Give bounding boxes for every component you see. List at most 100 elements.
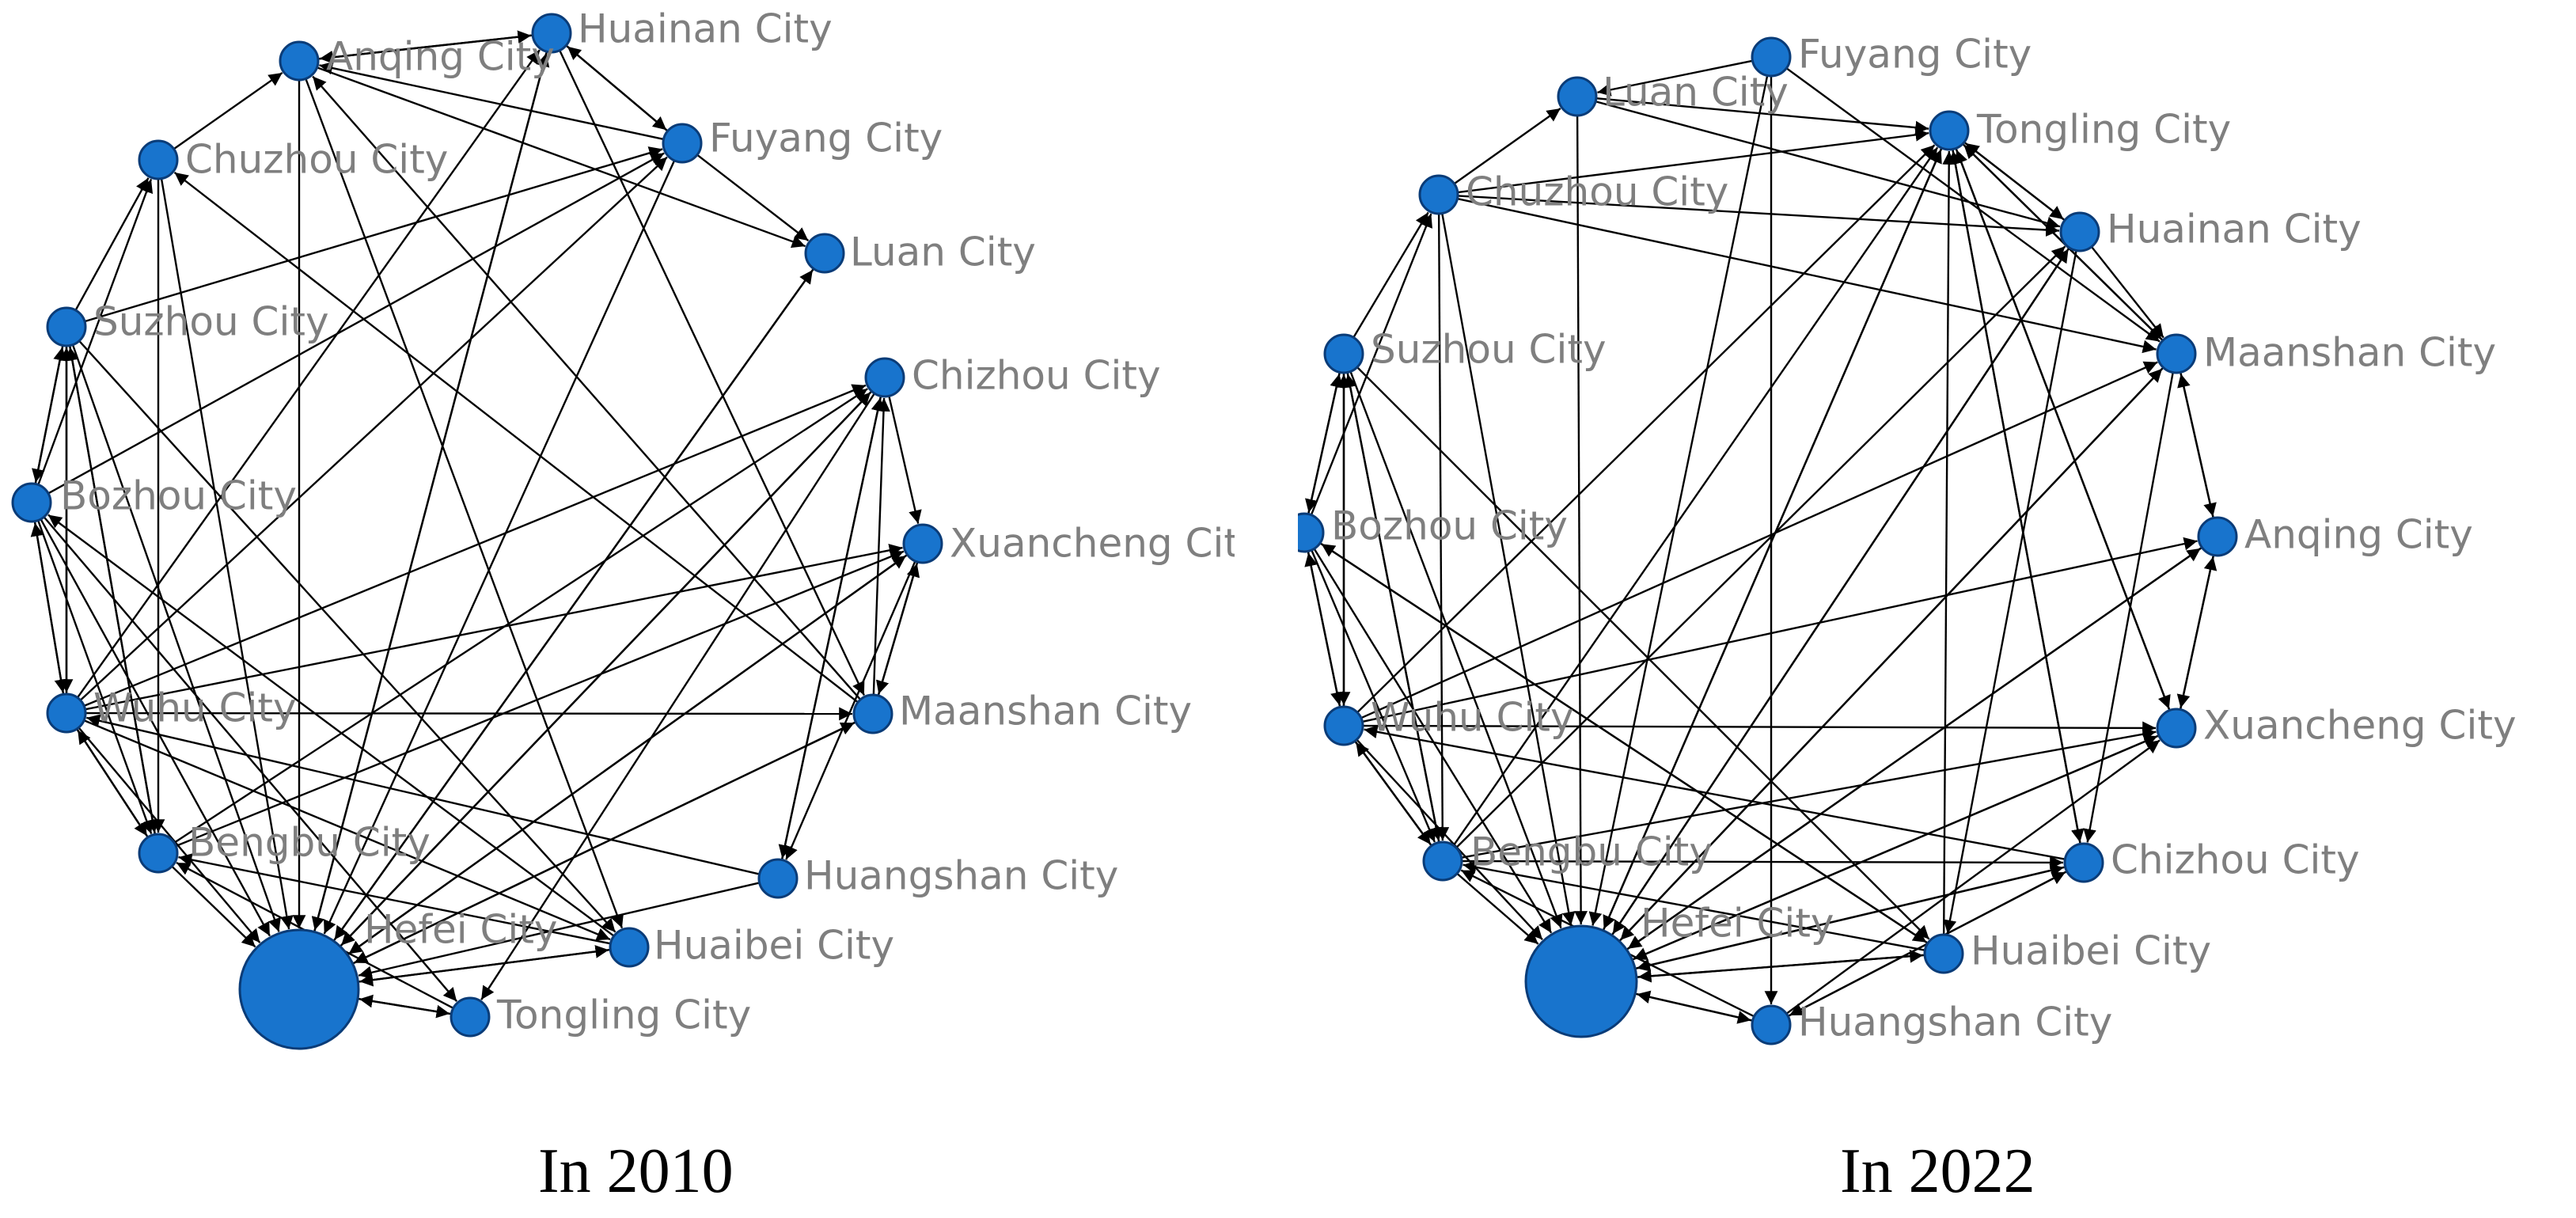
edge-wuhu-to-xuancheng — [1362, 721, 2157, 735]
edge-chuzhou-to-luan — [1453, 108, 1561, 185]
edge-bengbu-to-hefei — [1456, 872, 1539, 945]
node-label-huaibei: Huaibei City — [1971, 928, 2211, 974]
node-suzhou — [46, 306, 87, 347]
edge-chuzhou-to-hefei — [1441, 213, 1576, 926]
node-hefei — [238, 928, 360, 1050]
node-fuyang — [662, 123, 703, 164]
edge-huainan-to-maanshan — [2090, 246, 2164, 339]
edge-hefei-to-luan — [332, 269, 814, 942]
edge-suzhou-to-hefei — [1349, 371, 1563, 929]
edge-hefei-to-xuancheng — [1631, 735, 2158, 961]
edge-chizhou-to-wuhu — [1364, 725, 2066, 860]
node-maanshan — [2156, 333, 2197, 374]
edge-huaibei-to-bengbu — [178, 853, 611, 945]
node-chizhou — [2063, 842, 2104, 883]
edge-hefei-to-tongling — [357, 997, 450, 1019]
node-suzhou — [1323, 333, 1364, 374]
edge-fuyang-to-luan — [696, 154, 810, 242]
edge-bengbu-to-suzhou — [66, 347, 157, 835]
node-label-hefei: Hefei City — [364, 907, 558, 953]
node-chuzhou — [1418, 174, 1459, 215]
edge-chuzhou-to-anqing — [173, 71, 283, 150]
edge-bengbu-to-xuancheng — [1461, 727, 2157, 859]
edge-hefei-to-maanshan — [1618, 368, 2163, 943]
edge-tongling-to-xuancheng — [1955, 148, 2171, 710]
edge-fuyang-to-maanshan — [1785, 67, 2161, 343]
node-label-fuyang: Fuyang City — [1798, 32, 2032, 78]
edge-suzhou-to-fuyang — [84, 146, 663, 323]
edge-fuyang-to-hefei — [323, 160, 676, 935]
node-label-chuzhou: Chuzhou City — [1466, 169, 1728, 215]
edge-bozhou-to-hefei — [1313, 548, 1553, 934]
edge-bozhou-to-hefei — [40, 518, 271, 937]
node-maanshan — [852, 693, 893, 734]
edge-wuhu-to-fuyang — [79, 156, 668, 701]
node-huaibei — [1923, 933, 1964, 974]
edge-anqing-to-huaibei — [305, 78, 624, 929]
edge-wuhu-to-maanshan — [85, 707, 853, 721]
edge-suzhou-to-huaibei — [1356, 366, 1930, 940]
edge-bengbu-to-hefei — [171, 865, 256, 948]
edge-maanshan-to-chizhou — [872, 397, 890, 696]
edge-wuhu-to-xuancheng — [85, 544, 903, 711]
edge-bengbu-to-xuancheng — [175, 550, 905, 848]
edge-huainan-to-fuyang — [565, 44, 667, 131]
node-bozhou — [11, 482, 52, 523]
edge-bozhou-to-suzhou — [1307, 374, 1343, 514]
edge-chizhou-to-xuancheng — [888, 396, 922, 524]
node-anqing — [279, 40, 320, 82]
node-label-huaibei: Huaibei City — [654, 923, 894, 969]
edge-huangshan-to-wuhu — [86, 714, 760, 875]
edge-maanshan-to-chuzhou — [173, 171, 859, 704]
edges-g2010 — [30, 30, 922, 1019]
edge-wuhu-to-huaibei — [83, 719, 611, 941]
edge-hefei-to-huaibei — [1636, 949, 1924, 978]
edge-bengbu-to-chizhou — [1461, 856, 2064, 870]
node-hefei — [1524, 924, 1638, 1038]
edge-anqing-to-luan — [317, 66, 806, 249]
node-label-maanshan: Maanshan City — [899, 689, 1192, 734]
edge-anqing-to-xuancheng — [2176, 555, 2215, 708]
edge-hefei-to-xuancheng — [347, 555, 907, 956]
node-bengbu — [138, 833, 179, 874]
node-huangshan — [1751, 1004, 1792, 1045]
node-label-bengbu: Bengbu City — [1470, 829, 1713, 875]
node-luan — [1557, 76, 1598, 117]
node-chizhou — [864, 357, 905, 398]
node-huangshan — [757, 858, 799, 899]
edge-hefei-to-huainan — [313, 52, 550, 932]
node-label-huainan: Huainan City — [2107, 207, 2362, 252]
node-huainan — [2059, 211, 2100, 252]
edge-bozhou-to-tongling — [43, 516, 458, 1002]
edge-wuhu-to-hefei — [1356, 738, 1543, 941]
edge-huaibei-to-bozhou — [47, 514, 615, 937]
node-label-wuhu: Wuhu City — [93, 685, 297, 731]
edge-tongling-to-chizhou — [1952, 149, 2085, 843]
node-label-chizhou: Chizhou City — [2111, 837, 2360, 883]
edge-bozhou-to-suzhou — [34, 347, 66, 484]
edge-chuzhou-to-huainan — [1457, 195, 2060, 237]
edge-hefei-to-tongling — [1602, 149, 1942, 932]
node-label-bozhou: Bozhou City — [1331, 503, 1568, 549]
edge-bozhou-to-huaibei — [1319, 542, 1927, 943]
node-label-tongling: Tongling City — [496, 992, 751, 1038]
edge-suzhou-to-chuzhou — [74, 177, 150, 311]
edge-bengbu-to-huainan — [1455, 245, 2066, 848]
edge-fuyang-to-luan — [1597, 59, 1753, 97]
edge-luan-to-hefei — [1574, 115, 1588, 925]
edge-fuyang-to-hefei — [1588, 75, 1769, 926]
node-xuancheng — [902, 523, 943, 564]
edge-bozhou-to-bengbu — [37, 520, 154, 834]
edge-huaibei-to-tongling — [1942, 150, 1956, 935]
edge-hefei-to-maanshan — [352, 722, 856, 965]
edge-bengbu-to-chizhou — [173, 388, 868, 844]
edge-wuhu-to-anqing — [1362, 537, 2198, 723]
node-bengbu — [1422, 840, 1463, 882]
node-label-maanshan: Maanshan City — [2203, 330, 2496, 376]
